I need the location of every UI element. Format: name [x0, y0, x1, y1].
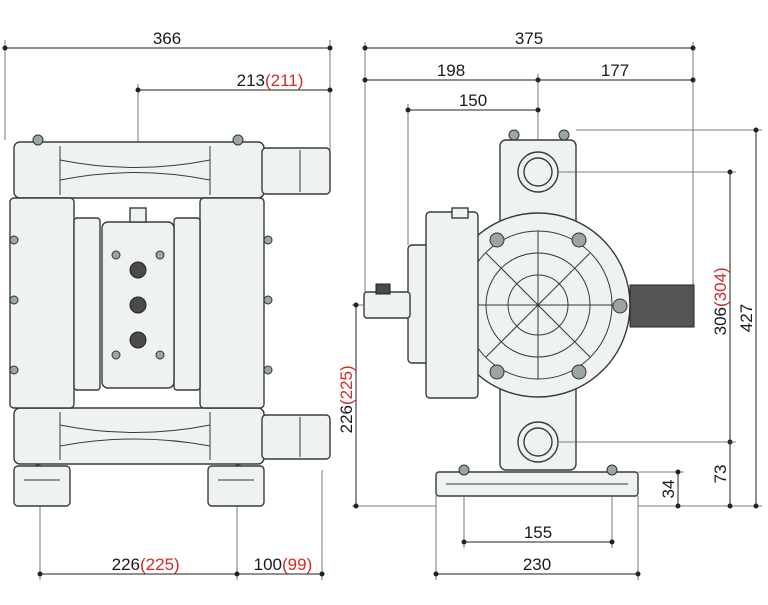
- muffler: [629, 284, 695, 328]
- upper-manifold: [13, 141, 265, 199]
- dim-base-height-alt: (225): [337, 365, 356, 405]
- dim-center-offset: 150: [459, 91, 487, 110]
- dim-foot-offset-alt: (99): [282, 555, 312, 574]
- front-dimensions: 366 213 (211) 226 (225) 100 (99): [2, 29, 333, 580]
- right-foot: [207, 465, 265, 507]
- dim-base-width-alt: (225): [140, 555, 180, 574]
- dim-overall-height: 427: [737, 304, 756, 332]
- right-chamber: [199, 197, 265, 409]
- air-inlet-fitting: [363, 291, 411, 319]
- dim-side-base-width: 230: [523, 555, 551, 574]
- dim-base-height: 226: [337, 405, 356, 433]
- dim-port-height-alt: (304): [711, 267, 730, 307]
- dim-port-height: 306: [711, 307, 730, 335]
- front-view: [9, 134, 331, 507]
- dim-overall-width: 366: [153, 29, 181, 48]
- side-view: [363, 129, 695, 497]
- dim-left-part: 198: [437, 61, 465, 80]
- dim-lower-port-height: 73: [711, 465, 730, 484]
- valve-port-icon: [129, 261, 147, 279]
- dim-foot-offset: 100: [254, 555, 282, 574]
- dim-port-width: 213: [237, 71, 265, 90]
- dim-base-width: 226: [112, 555, 140, 574]
- left-foot: [13, 465, 71, 507]
- dim-right-part: 177: [601, 61, 629, 80]
- dim-side-overall-width: 375: [515, 29, 543, 48]
- upper-outlet-port: [261, 147, 331, 195]
- dim-bolt-spacing: 155: [524, 523, 552, 542]
- dim-port-width-alt: (211): [265, 71, 303, 90]
- side-dimensions: 375 198 177 150 427 306 (304) 73 34: [337, 29, 762, 580]
- left-chamber: [9, 197, 75, 409]
- lower-manifold: [13, 407, 265, 465]
- lower-inlet-port: [261, 414, 331, 460]
- dim-foot-height: 34: [659, 480, 678, 499]
